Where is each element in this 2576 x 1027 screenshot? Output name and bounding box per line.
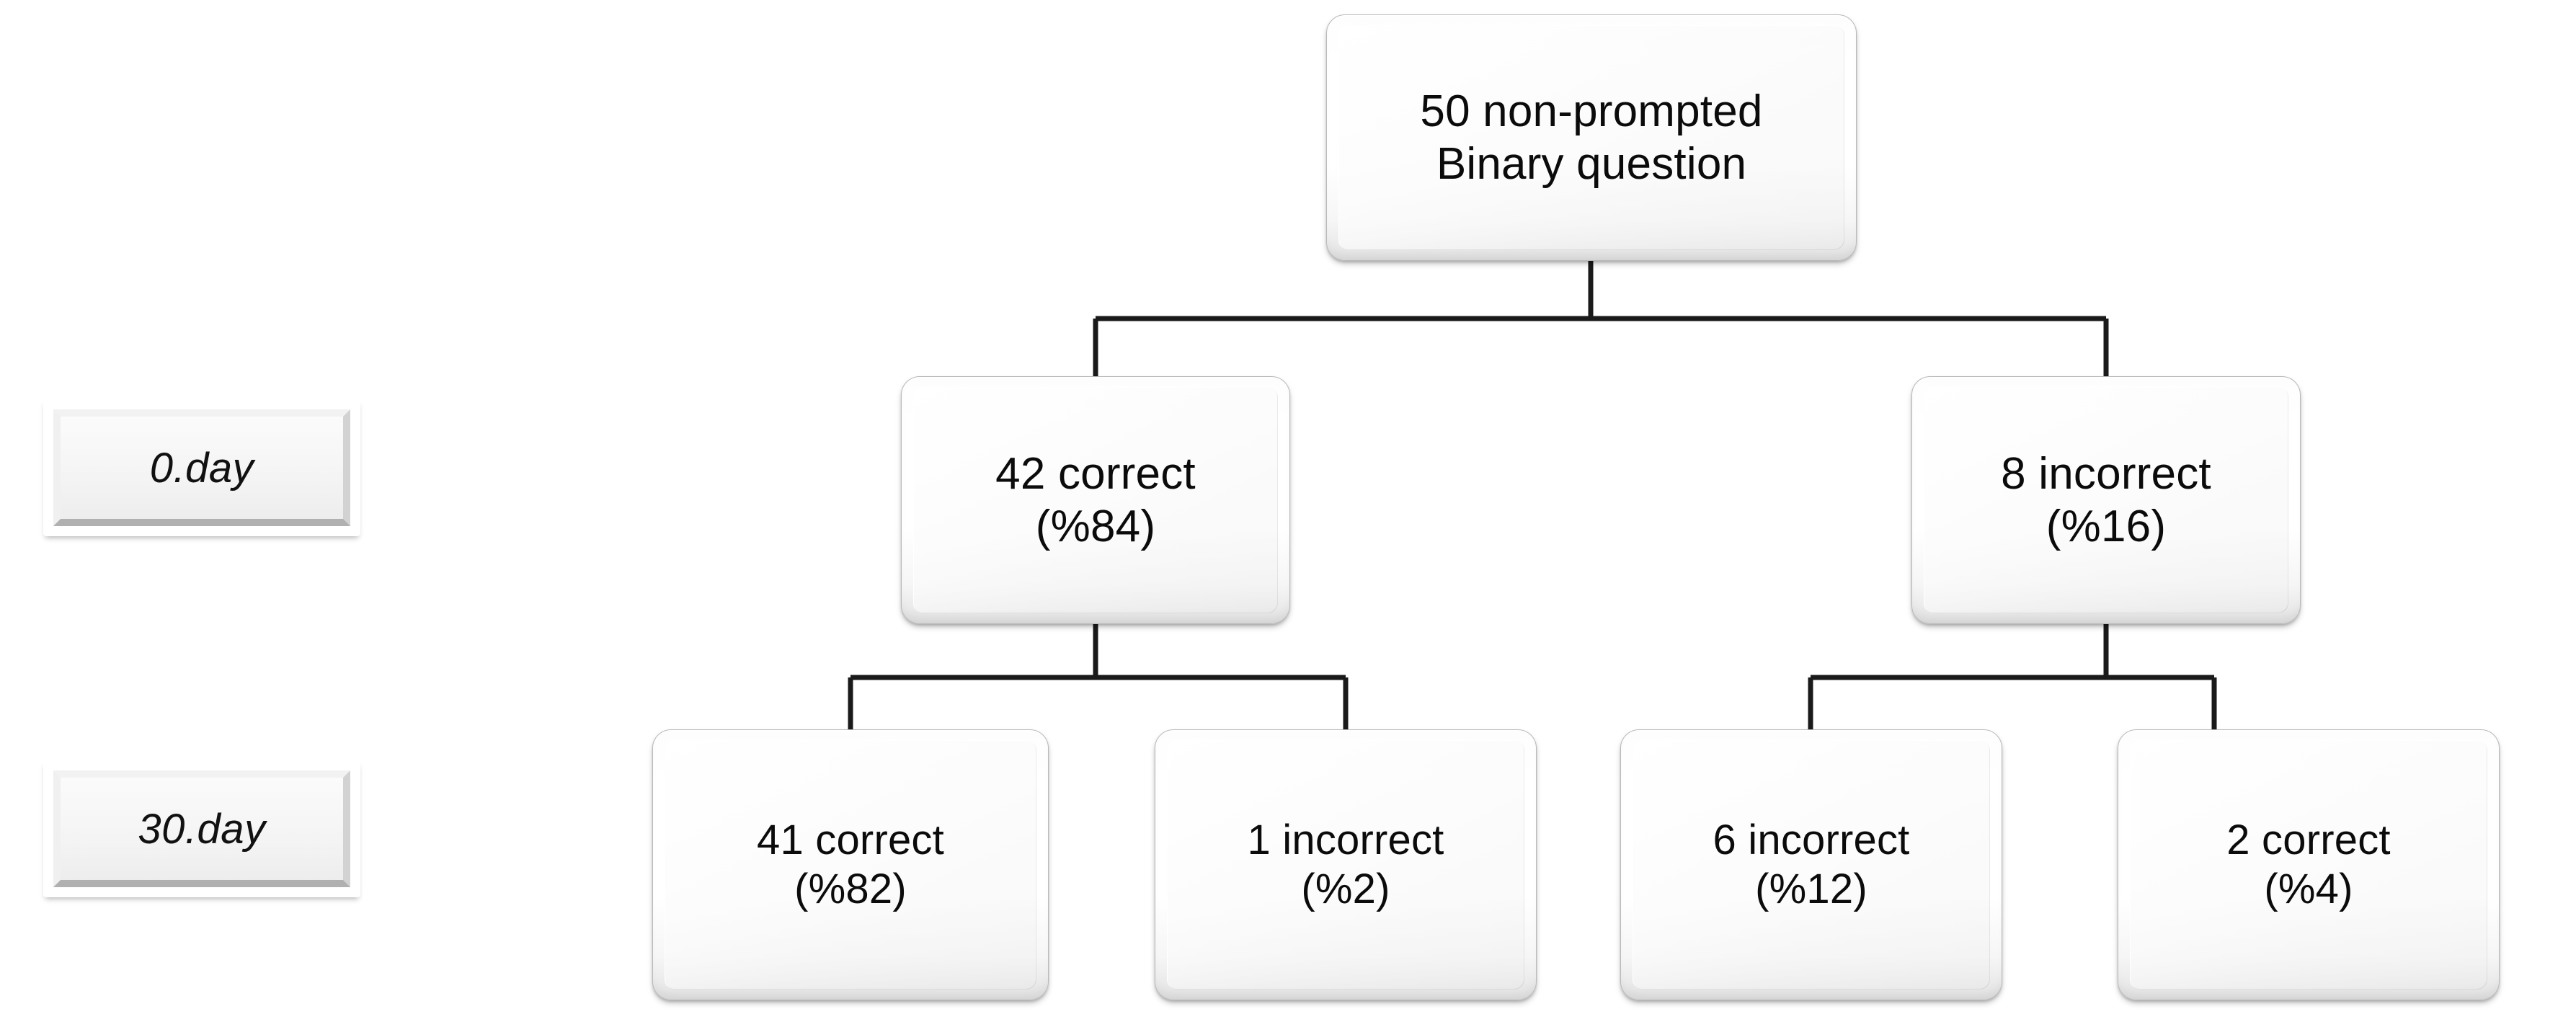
node-leaf-6-incorrect: 6 incorrect (%12) bbox=[1620, 729, 2002, 1000]
node-level2-incorrect: 8 incorrect (%16) bbox=[1911, 376, 2301, 624]
legend-label-day-0: 0.day bbox=[149, 444, 254, 492]
node-leaf-1-incorrect: 1 incorrect (%2) bbox=[1155, 729, 1537, 1000]
legend-box-day-30: 30.day bbox=[43, 760, 360, 897]
node-leaf-41-correct: 41 correct (%82) bbox=[652, 729, 1049, 1000]
legend-bevel-frame: 30.day bbox=[53, 770, 350, 887]
legend-box-day-0: 0.day bbox=[43, 399, 360, 536]
node-level2-correct-label: 42 correct (%84) bbox=[995, 448, 1196, 551]
node-leaf-2-correct: 2 correct (%4) bbox=[2118, 729, 2500, 1000]
node-leaf-6-incorrect-label: 6 incorrect (%12) bbox=[1713, 816, 1910, 912]
node-leaf-2-correct-label: 2 correct (%4) bbox=[2226, 816, 2391, 912]
node-leaf-1-incorrect-label: 1 incorrect (%2) bbox=[1247, 816, 1444, 912]
node-leaf-41-correct-label: 41 correct (%82) bbox=[757, 816, 944, 912]
node-root-label: 50 non-prompted Binary question bbox=[1420, 86, 1763, 189]
legend-bevel-frame: 0.day bbox=[53, 409, 350, 526]
node-level2-incorrect-label: 8 incorrect (%16) bbox=[2001, 448, 2211, 551]
legend-label-day-30: 30.day bbox=[138, 805, 266, 853]
node-root-binary-question: 50 non-prompted Binary question bbox=[1326, 14, 1857, 261]
node-level2-correct: 42 correct (%84) bbox=[901, 376, 1290, 624]
